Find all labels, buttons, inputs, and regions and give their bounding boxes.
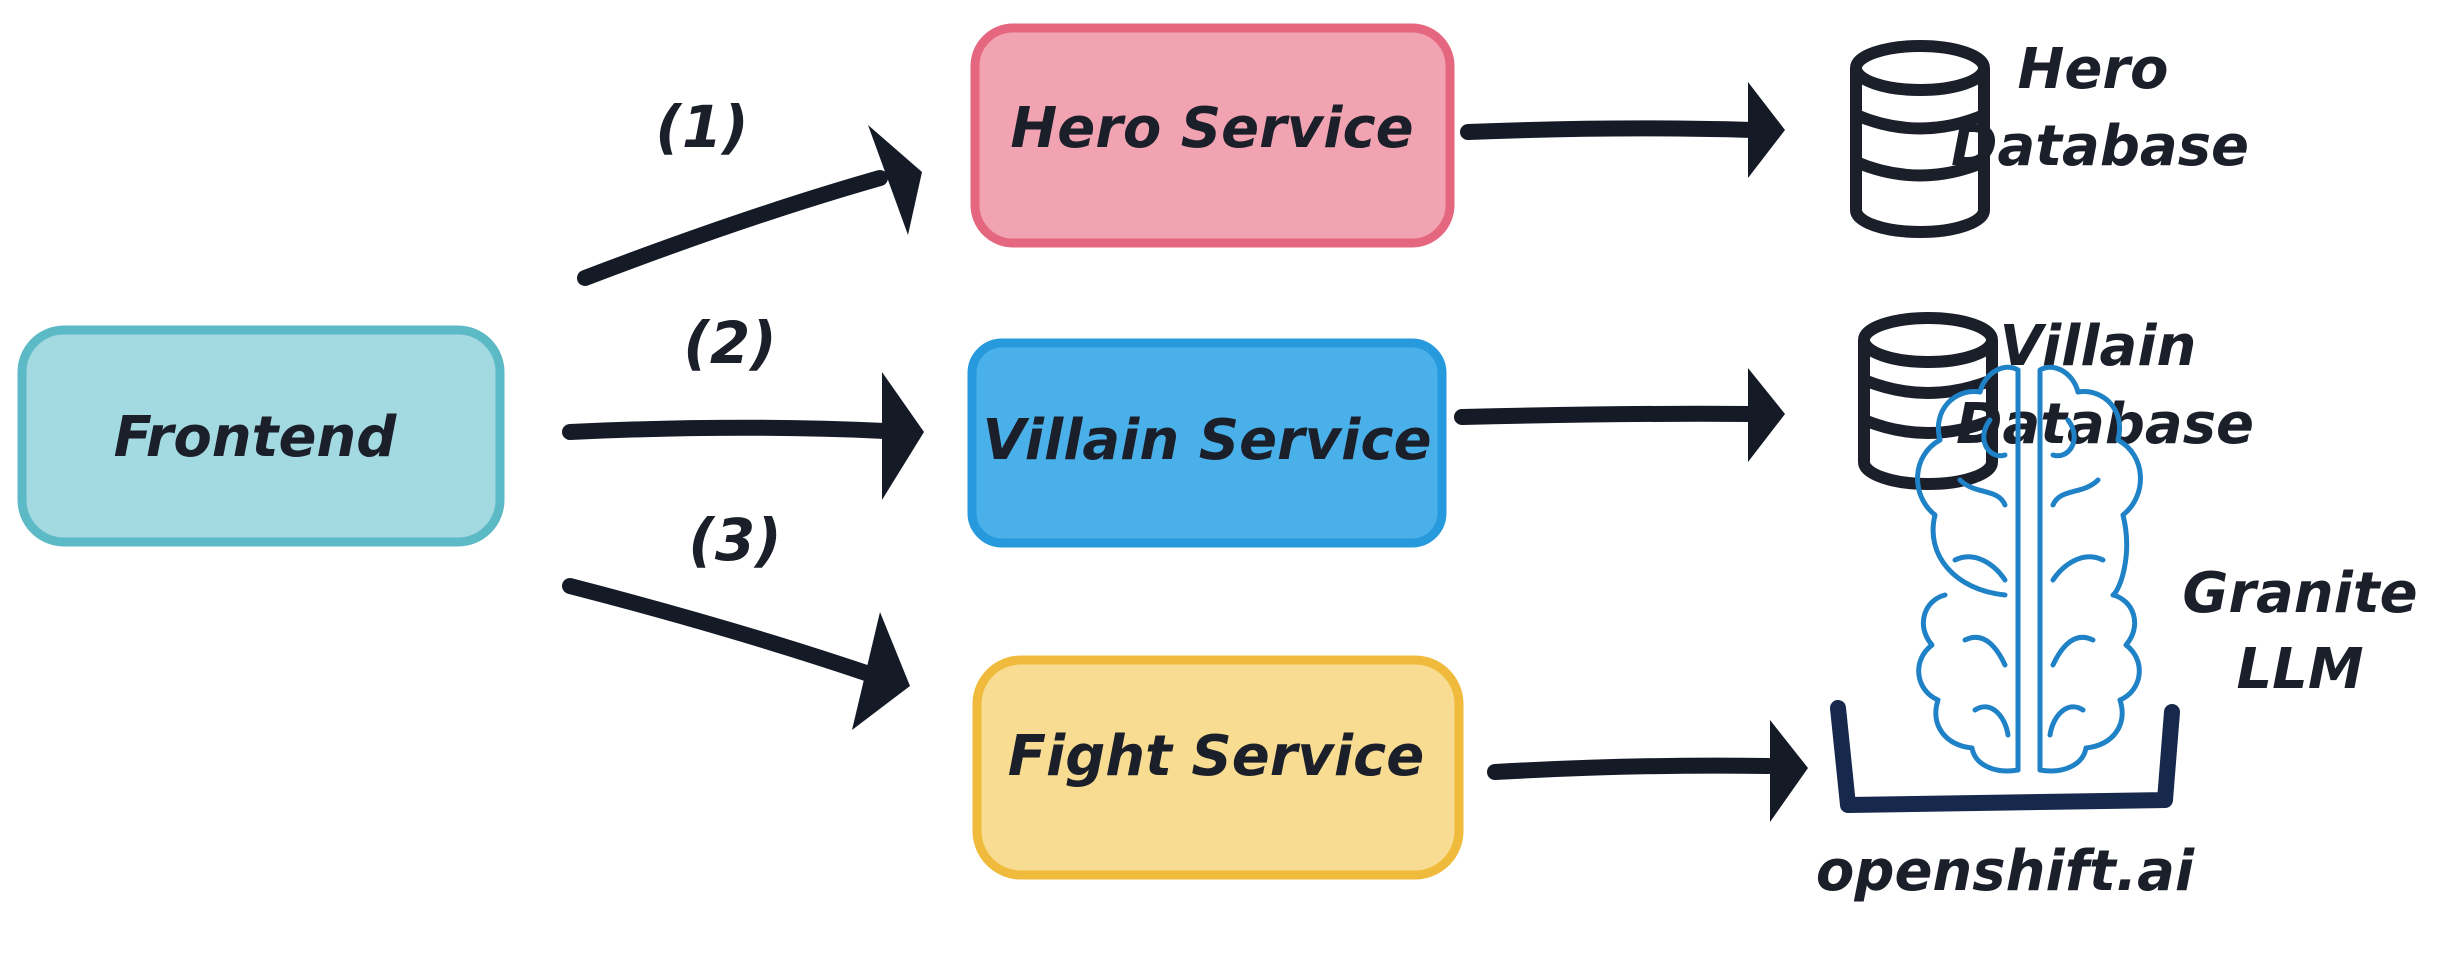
fight-service-label: Fight Service: [1008, 724, 1424, 789]
arrow-villain-to-database: [1454, 368, 1785, 462]
hero-service-node[interactable]: Hero Service: [970, 23, 1455, 248]
arrow-frontend-to-villain: [562, 372, 924, 500]
frontend-label: Frontend: [114, 405, 398, 470]
arrow-hero-to-database: [1460, 82, 1785, 178]
step-label-2: (2): [683, 309, 776, 377]
platform-label: openshift.ai: [1816, 839, 2195, 904]
frontend-node[interactable]: Frontend: [17, 325, 505, 547]
villain-service-label: Villain Service: [982, 408, 1431, 473]
platform-tray-icon: [1830, 700, 2180, 813]
frontend-box: [17, 325, 505, 547]
fight-service-node[interactable]: Fight Service: [972, 655, 1464, 880]
granite-llm-label-line1: Granite: [2182, 561, 2417, 626]
villain-database-label-line2: Database: [1956, 392, 2254, 457]
arrow-fight-to-platform: [1487, 720, 1808, 822]
hero-database-label-line2: Database: [1951, 114, 2249, 179]
hero-service-box: [970, 23, 1455, 248]
villain-service-node[interactable]: Villain Service: [967, 338, 1447, 548]
step-label-3: (3): [688, 506, 781, 574]
villain-database-icon: [1858, 312, 1998, 490]
arrow-frontend-to-fight: [562, 578, 910, 730]
granite-llm-label-line2: LLM: [2236, 637, 2363, 702]
step-label-1: (1): [655, 93, 748, 161]
villain-database-label-line1: Villain: [2000, 314, 2197, 379]
arrow-frontend-to-hero: [577, 125, 922, 286]
hero-database-label-line1: Hero: [2018, 37, 2169, 102]
fight-service-box: [972, 655, 1464, 880]
villain-service-box: [967, 338, 1447, 548]
brain-icon: [1915, 364, 2143, 774]
hero-database-icon: [1850, 40, 1990, 238]
hero-service-label: Hero Service: [1010, 96, 1413, 161]
